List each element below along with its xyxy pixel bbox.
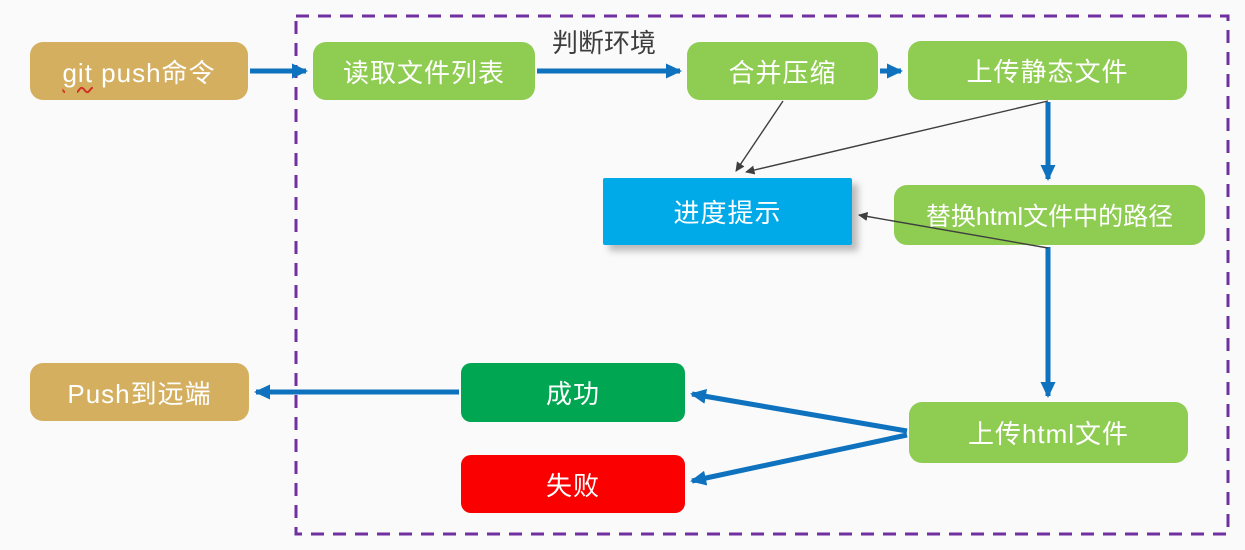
node-git-push-command: git push命令 xyxy=(30,42,248,100)
node-label: 失败 xyxy=(545,470,600,501)
git-push-label: git push命令 xyxy=(62,57,216,88)
arrow-uploadhtml-to-failure xyxy=(690,432,908,486)
node-label: 读取文件列表 xyxy=(342,57,505,88)
arrow-uploadstatic-to-progress xyxy=(745,100,1049,175)
node-progress-tip: 进度提示 xyxy=(603,178,852,245)
node-failure: 失败 xyxy=(461,455,685,513)
edge-label-judge-environment: 判断环境 xyxy=(551,27,656,58)
node-label: Push到远端 xyxy=(67,378,212,409)
arrow-merge-to-progress xyxy=(735,100,784,172)
node-label: 成功 xyxy=(545,379,600,409)
node-read-file-list: 读取文件列表 xyxy=(313,42,535,100)
node-push-to-remote: Push到远端 xyxy=(30,363,249,421)
node-label: 上传html文件 xyxy=(967,419,1130,449)
arrow-uploadhtml-to-success xyxy=(690,388,908,434)
node-label: 合并压缩 xyxy=(728,57,837,88)
node-replace-html-paths: 替换html文件中的路径 xyxy=(894,185,1205,245)
node-label: 上传静态文件 xyxy=(966,57,1129,87)
node-upload-static-files: 上传静态文件 xyxy=(908,41,1187,100)
node-upload-html-file: 上传html文件 xyxy=(909,402,1188,463)
node-success: 成功 xyxy=(461,363,685,422)
node-label: 替换html文件中的路径 xyxy=(925,203,1174,231)
node-merge-compress: 合并压缩 xyxy=(687,42,878,100)
node-label: 进度提示 xyxy=(673,198,782,228)
